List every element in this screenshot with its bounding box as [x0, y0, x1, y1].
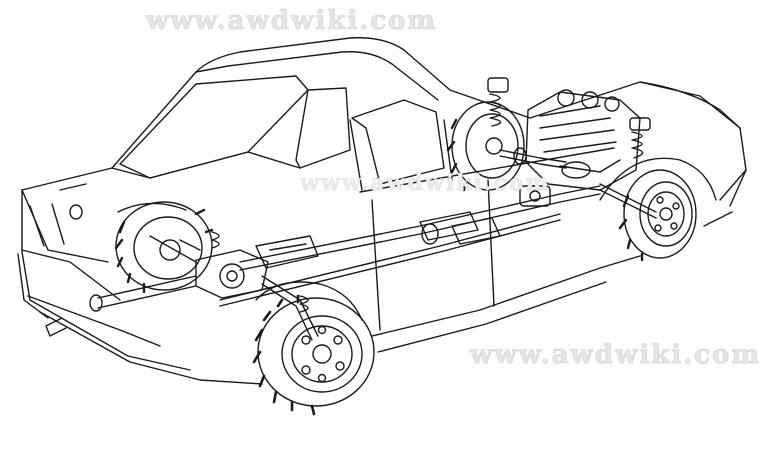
rear-badge — [59, 183, 87, 220]
front-left-wheel — [446, 101, 525, 192]
propshaft-and-exhaust — [219, 185, 601, 307]
watermark-bottom: www.awdwiki.com — [470, 340, 761, 371]
front-driveshafts — [499, 147, 657, 219]
engine-block — [525, 89, 641, 191]
rear-left-wheel — [114, 201, 214, 294]
watermark-middle: www.awdwiki.com — [300, 170, 551, 196]
rear-right-wheel — [252, 294, 375, 416]
exhaust-tailpipe — [45, 275, 197, 337]
rear-differential — [149, 231, 319, 341]
car-body — [17, 37, 747, 385]
watermark-top: www.awdwiki.com — [146, 6, 437, 37]
front-right-wheel — [618, 169, 697, 262]
